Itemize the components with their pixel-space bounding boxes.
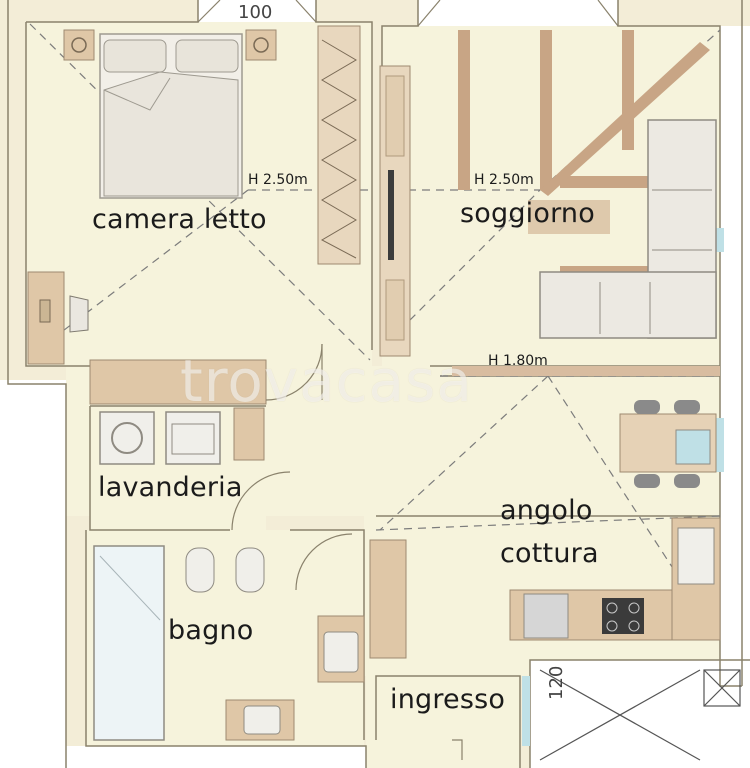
kitchen-counter-icon [509,517,721,641]
coat-rack-icon [369,539,407,659]
washing-machine-icon [99,411,155,465]
room-label-living: soggiorno [460,198,595,229]
shelf-icon [233,407,265,461]
height-kitchen: H 1.80m [488,353,548,369]
left-outside [0,380,66,768]
room-label-kitchen-2: cottura [500,538,599,569]
room-label-laundry: lavanderia [98,472,243,503]
nightstand-icon [63,29,277,61]
bidet-icon [235,547,265,593]
window-kitchen [716,418,724,472]
window-living [716,228,724,252]
room-label-bedroom: camera letto [92,204,267,235]
room-label-bathroom: bagno [168,615,254,646]
watermark: trovacasa [180,347,473,415]
stair-dimension: 120 [546,665,567,700]
top-dimension: 100 [238,2,273,23]
desk-icon [27,271,89,365]
sofa-icon [539,119,717,339]
bottom-outside [0,746,366,768]
counter-icon [89,359,267,405]
coffee-table-icon [528,200,610,234]
sink-icon [225,615,365,741]
room-label-kitchen-1: angolo [500,495,593,526]
room-label-entrance: ingresso [390,684,506,715]
door-swings [231,343,463,760]
shower-icon [93,545,165,741]
top-notch-2 [418,0,618,26]
height-bedroom: H 2.50m [248,172,308,188]
height-living: H 2.50m [474,172,534,188]
stair-icon [539,669,741,761]
window-entrance [522,676,530,746]
right-outside [720,26,750,686]
stair-area [530,660,750,768]
toilet-icon [185,547,215,593]
floor-entrance [366,676,520,768]
tv-unit-icon [379,65,411,357]
dining-table-icon [619,400,717,488]
top-notch [198,0,316,22]
dryer-icon [165,411,221,465]
wardrobe-icon [317,25,361,265]
bed-icon [99,33,243,199]
